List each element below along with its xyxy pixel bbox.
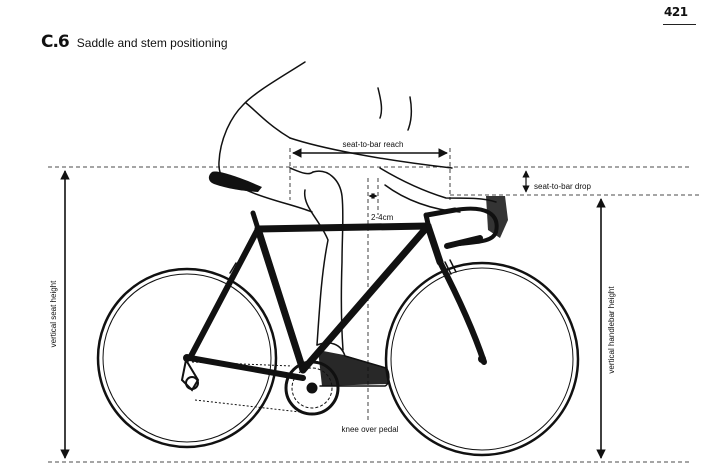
section-heading: C.6 Saddle and stem positioning <box>41 32 228 52</box>
seat-to-bar-drop-label: seat-to-bar drop <box>534 182 591 191</box>
page-number: 421 <box>664 5 688 19</box>
bicycle-frame <box>187 210 487 381</box>
drivetrain <box>180 357 340 416</box>
measurement-arrows <box>60 148 606 459</box>
page-number-rule <box>663 24 696 25</box>
knee-over-pedal-label: knee over pedal <box>342 425 399 434</box>
section-number: C.6 <box>41 32 70 52</box>
knee-offset-label: 2-4cm <box>371 213 394 222</box>
section-title: Saddle and stem positioning <box>76 36 228 50</box>
saddle <box>208 171 262 192</box>
vertical-seat-height-label: vertical seat height <box>49 280 58 347</box>
handlebars <box>424 206 499 249</box>
vertical-handlebar-height-label: vertical handlebar height <box>607 286 616 374</box>
rider-shoe <box>318 196 508 386</box>
rear-wheel <box>96 267 278 449</box>
seat-to-bar-reach-label: seat-to-bar reach <box>343 140 404 149</box>
reference-lines <box>48 148 700 463</box>
